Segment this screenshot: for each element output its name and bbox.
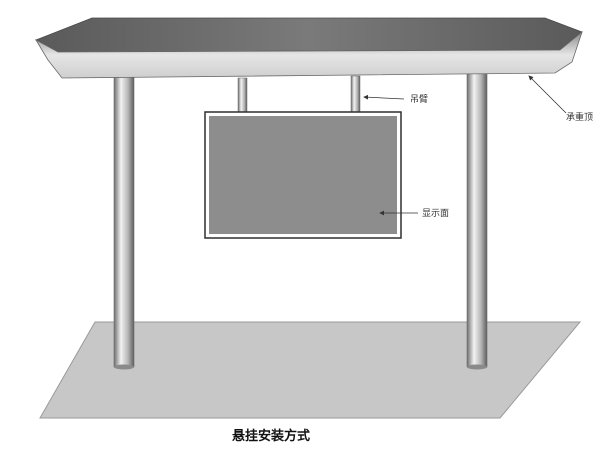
hanger-callout-line <box>363 94 405 100</box>
screen-label: 显示面 <box>422 208 449 219</box>
right-pillar <box>466 71 488 368</box>
roof-front-face <box>34 30 583 79</box>
ground-slab <box>39 321 582 419</box>
left-pillar-base <box>114 364 134 370</box>
hanger-rod-left <box>237 77 248 113</box>
hanger-label: 吊臂 <box>410 93 428 105</box>
right-pillar-base <box>467 364 487 370</box>
diagram-caption: 悬挂安装方式 <box>232 428 310 444</box>
roof-top-surface <box>35 17 583 53</box>
display-screen-panel <box>209 116 397 234</box>
roof-callout-line <box>528 75 567 114</box>
roof-label: 承重顶 <box>566 111 593 123</box>
left-pillar <box>113 73 135 368</box>
hanger-rod-right <box>350 75 361 113</box>
